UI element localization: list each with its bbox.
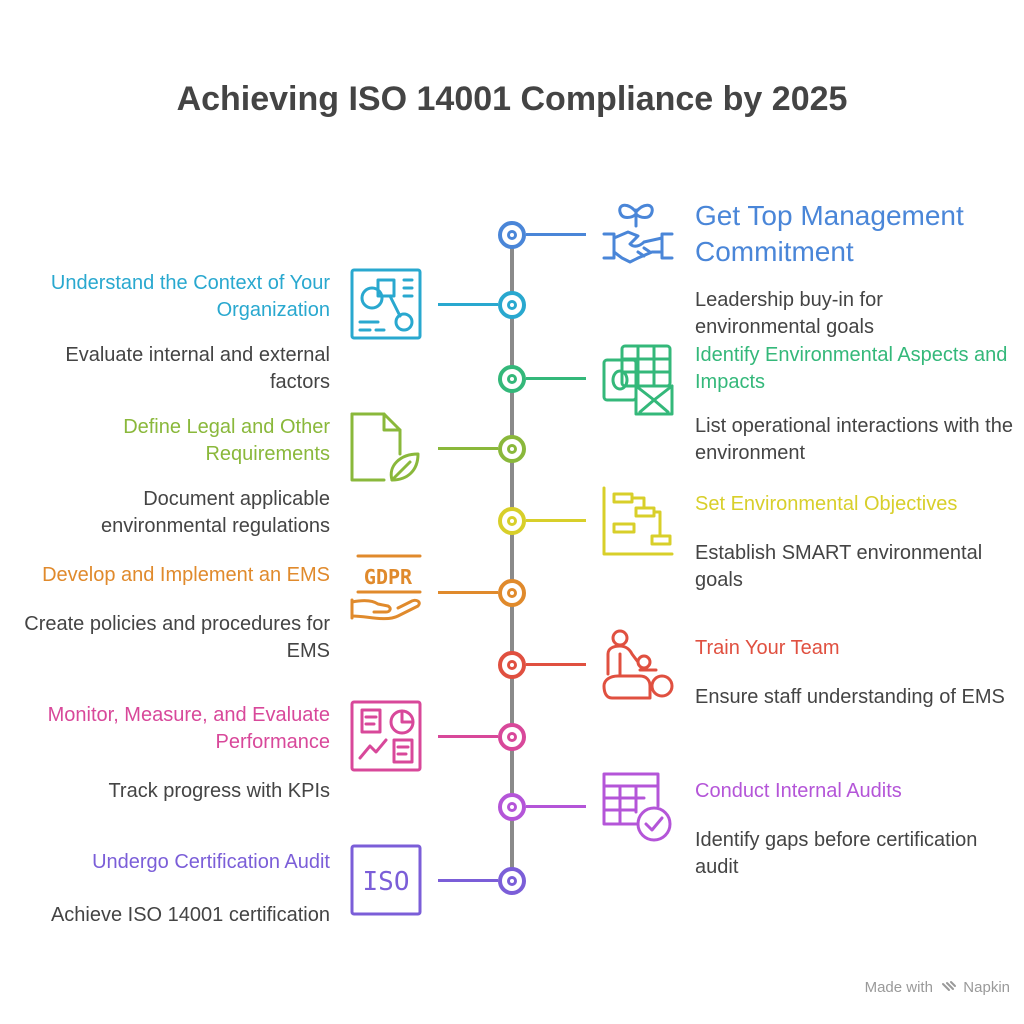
iso-badge-icon: ISO xyxy=(348,842,424,918)
step-5-title: Set Environmental Objectives xyxy=(695,493,958,515)
step-5-description: Establish SMART environmental goals xyxy=(695,542,983,591)
presentation-board-icon xyxy=(348,266,424,342)
timeline-node-9 xyxy=(498,793,526,821)
connector-4 xyxy=(438,447,498,450)
timeline-node-7 xyxy=(498,651,526,679)
timeline-node-6 xyxy=(498,579,526,607)
step-8-description: Track progress with KPIs xyxy=(108,780,330,802)
napkin-logo-icon xyxy=(942,981,957,991)
step-9-title: Conduct Internal Audits xyxy=(695,780,902,802)
step-2-description: Evaluate internal and external factors xyxy=(65,344,330,393)
step-8-title: Monitor, Measure, and Evaluate Performan… xyxy=(47,704,330,753)
step-4-title: Define Legal and Other Requirements xyxy=(123,416,330,465)
step-9-description: Identify gaps before certification audit xyxy=(695,829,978,878)
svg-text:GDPR: GDPR xyxy=(364,565,413,589)
svg-text:ISO: ISO xyxy=(363,867,410,897)
diagram-title: Achieving ISO 14001 Compliance by 2025 xyxy=(176,80,848,118)
connector-2 xyxy=(438,303,498,306)
timeline-node-1 xyxy=(498,221,526,249)
handshake-plant-icon xyxy=(600,196,676,272)
dashboard-icon xyxy=(348,698,424,774)
connector-8 xyxy=(438,735,498,738)
gdpr-hand-icon: GDPR xyxy=(348,552,424,628)
timeline-node-4 xyxy=(498,435,526,463)
training-people-icon xyxy=(600,628,676,704)
table-check-icon xyxy=(600,770,676,846)
step-6-title: Develop and Implement an EMS xyxy=(42,564,330,586)
footer-prefix: Made with xyxy=(864,979,933,996)
step-2-title: Understand the Context of Your Organizat… xyxy=(50,272,330,321)
step-10-description: Achieve ISO 14001 certification xyxy=(50,904,330,926)
connector-5 xyxy=(526,519,586,522)
step-6-description: Create policies and procedures for EMS xyxy=(24,613,330,662)
outlook-grid-icon xyxy=(600,342,676,418)
footer-credit: Made with Napkin xyxy=(865,979,1010,996)
step-4-description: Document applicable environmental regula… xyxy=(100,488,330,537)
connector-6 xyxy=(438,591,498,594)
timeline-node-3 xyxy=(498,365,526,393)
gantt-chart-icon xyxy=(600,484,676,560)
step-10-title: Undergo Certification Audit xyxy=(92,851,330,873)
connector-3 xyxy=(526,377,586,380)
document-leaf-icon xyxy=(348,410,424,486)
connector-9 xyxy=(526,805,586,808)
step-1-title: Get Top Management Commitment xyxy=(695,200,964,267)
step-7-title: Train Your Team xyxy=(695,637,840,659)
timeline-node-5 xyxy=(498,507,526,535)
timeline-node-8 xyxy=(498,723,526,751)
step-7-description: Ensure staff understanding of EMS xyxy=(695,686,1005,708)
connector-7 xyxy=(526,663,586,666)
step-3-description: List operational interactions with the e… xyxy=(695,415,1013,464)
footer-brand: Napkin xyxy=(963,979,1010,996)
timeline-spine xyxy=(510,236,514,882)
timeline-node-10 xyxy=(498,867,526,895)
connector-10 xyxy=(438,879,498,882)
step-3-title: Identify Environmental Aspects and Impac… xyxy=(695,344,1008,393)
timeline-node-2 xyxy=(498,291,526,319)
step-1-description: Leadership buy-in for environmental goal… xyxy=(695,289,883,338)
connector-1 xyxy=(526,233,586,236)
